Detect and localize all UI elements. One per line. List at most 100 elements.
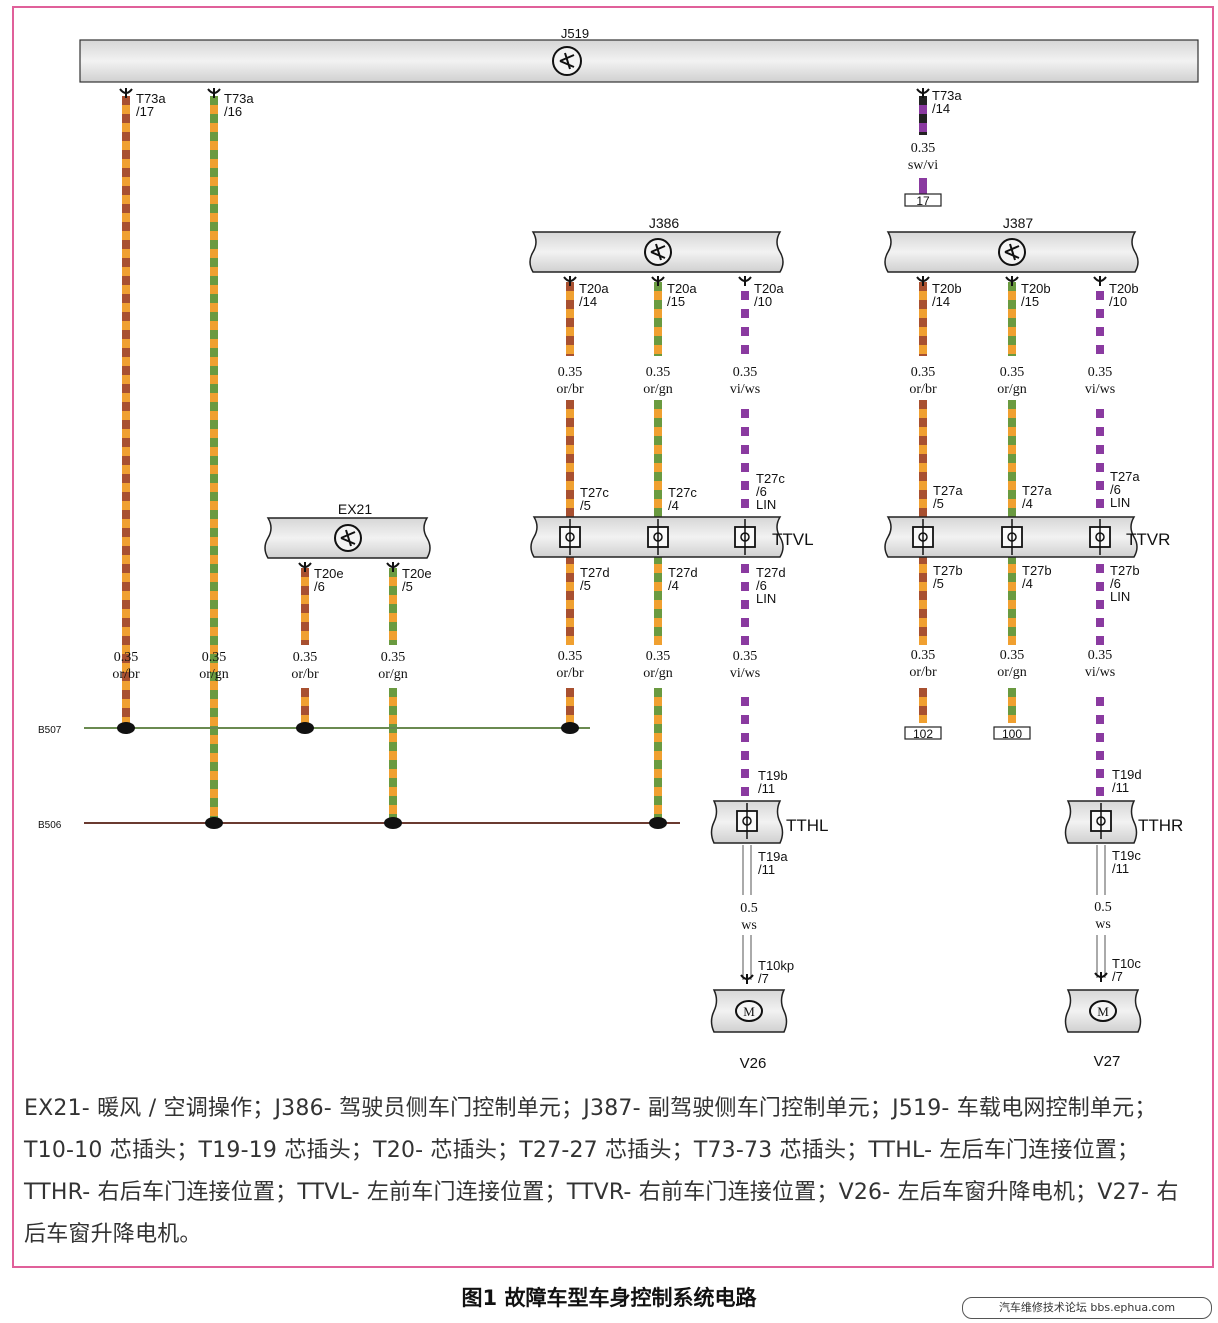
wirelabel-left-2-color: or/gn	[199, 667, 229, 682]
bus-b507-label: B507	[38, 725, 62, 736]
wirelabel-ttvl-1-color: or/br	[556, 666, 584, 681]
pin-t73a-16	[207, 88, 221, 98]
wirelabel-ex21-1-color: or/br	[291, 667, 319, 682]
module-j386: J386	[529, 215, 784, 273]
pin-label-t27d-6-line1: /6	[756, 578, 767, 593]
ref-102-label: 102	[913, 727, 933, 741]
pin-label-t19a-11-line0: T19a	[758, 849, 788, 864]
junction-b507-3	[561, 722, 579, 734]
pin-label-t19b-11-line1: /11	[758, 781, 775, 796]
pin-label-t20b-10-line1: /10	[1109, 294, 1127, 309]
pin-label-t19c-11-line0: T19c	[1112, 848, 1141, 863]
ref-100: 100	[993, 726, 1031, 741]
pin-label-t73a-14-line1: /14	[932, 101, 950, 116]
pin-label-t20e-5-line1: /5	[402, 579, 413, 594]
wirelabel-ttvr-3-color: vi/ws	[1085, 665, 1115, 680]
pin-label-t10kp-7-line0: T10kp	[758, 958, 794, 973]
module-j387: J387	[884, 215, 1139, 273]
pin-label-t27c-5-line1: /5	[580, 498, 591, 513]
pin-label-t20a-14-line1: /14	[579, 294, 597, 309]
wirelabel-ttvl-1-gauge: 0.35	[558, 649, 583, 664]
pin-label-t27d-4-line0: T27d	[668, 565, 698, 580]
pin-label-t10c-7-line0: T10c	[1112, 956, 1141, 971]
module-ex21-label: EX21	[338, 501, 372, 517]
pin-label-t73a-16-line0: T73a	[224, 91, 254, 106]
connector-ttvl-label: TTVL	[772, 530, 814, 549]
pin-label-t20b-14-line0: T20b	[932, 281, 962, 296]
module-ex21: EX21	[264, 501, 431, 559]
wire-t19c-ws	[1096, 845, 1106, 895]
wirelabel-ws-left-color: ws	[741, 918, 757, 933]
module-j519-label: J519	[561, 26, 589, 41]
pin-t73a-14	[916, 88, 930, 98]
ref-100-label: 100	[1002, 727, 1022, 741]
junction-b507-2	[296, 722, 314, 734]
pin-label-t27a-4-line0: T27a	[1022, 483, 1052, 498]
pin-label-t19d-11-line1: /11	[1112, 780, 1129, 795]
motor-v26-label: V26	[740, 1055, 767, 1072]
wirelabel-j386-2-color: or/gn	[643, 382, 673, 397]
pin-t10kp-7	[740, 974, 754, 984]
pin-label-t20a-15-line0: T20a	[667, 281, 697, 296]
pin-label-t10kp-7-line1: /7	[758, 971, 769, 986]
pin-label-t27b-5-line0: T27b	[933, 563, 963, 578]
motor-v27: M	[1064, 989, 1142, 1033]
pin-label-t27a-4-line1: /4	[1022, 496, 1033, 511]
wirelabel-ttvr-1-color: or/br	[909, 665, 937, 680]
pin-label-t20e-5-line0: T20e	[402, 566, 432, 581]
terminal-icon-4	[912, 519, 934, 555]
wirelabel-ws-right-color: ws	[1095, 917, 1111, 932]
wirelabel-j387-1-gauge: 0.35	[911, 365, 936, 380]
wire-t19c-ws-b	[1096, 935, 1106, 978]
pin-label-t20a-15-line1: /15	[667, 294, 685, 309]
pin-label-t73a-14-line0: T73a	[932, 88, 962, 103]
wire-t19a-ws	[742, 845, 752, 895]
pin-label-t20a-10-line1: /10	[754, 294, 772, 309]
pin-label-t73a-17-line0: T73a	[136, 91, 166, 106]
wirelabel-ttvl-3-gauge: 0.35	[733, 649, 758, 664]
wirelabel-ttvl-2-color: or/gn	[643, 666, 673, 681]
figure-title: 图1 故障车型车身控制系统电路	[461, 1286, 757, 1310]
pin-label-t20a-10-line0: T20a	[754, 281, 784, 296]
wirelabel-ttvl-3-color: vi/ws	[730, 666, 760, 681]
module-j519-body	[79, 39, 1199, 83]
pin-label-t27c-6-line2: LIN	[756, 497, 776, 512]
pin-label-t19b-11-line0: T19b	[758, 768, 788, 783]
pin-t20b-14	[916, 276, 930, 286]
pin-label-t73a-16-line1: /16	[224, 104, 242, 119]
wirelabel-j387-2-color: or/gn	[997, 382, 1027, 397]
ref-17-box	[904, 193, 942, 207]
module-j519	[79, 39, 1199, 83]
wirelabel-j386-1-color: or/br	[556, 382, 584, 397]
wirelabel-ex21-2-gauge: 0.35	[381, 650, 406, 665]
pin-label-t27b-6-line0: T27b	[1110, 563, 1140, 578]
bus-b506-label: B506	[38, 820, 62, 831]
pin-t20a-14	[563, 276, 577, 286]
junction-b506-1	[205, 817, 223, 829]
pin-label-t27c-4-line1: /4	[668, 498, 679, 513]
pin-label-t27c-5-line0: T27c	[580, 485, 609, 500]
terminal-icon-3	[734, 519, 756, 555]
module-j386-label: J386	[649, 215, 680, 231]
junction-b506-2	[384, 817, 402, 829]
pin-label-t10c-7-line1: /7	[1112, 969, 1123, 984]
wire-t19a-ws-b	[742, 935, 752, 980]
wirelabel-ttvr-2-color: or/gn	[997, 665, 1027, 680]
pin-label-t73a-17-line1: /17	[136, 104, 154, 119]
pin-label-t27a-5-line0: T27a	[933, 483, 963, 498]
pin-label-t27b-5-line1: /5	[933, 576, 944, 591]
wirelabel-left-1-gauge: 0.35	[114, 650, 139, 665]
pin-label-t27b-4-line1: /4	[1022, 576, 1033, 591]
pin-label-t27a-6-line1: /6	[1110, 482, 1121, 497]
pin-t10c-7	[1094, 972, 1108, 982]
connector-tthl-label: TTHL	[786, 816, 829, 835]
pin-label-t27c-6-line1: /6	[756, 484, 767, 499]
wirelabel-j386-3-color: vi/ws	[730, 382, 760, 397]
pin-label-t27c-4-line0: T27c	[668, 485, 697, 500]
motor-v26: M	[710, 989, 788, 1033]
pin-label-t27a-5-line1: /5	[933, 496, 944, 511]
pin-label-t27d-6-line2: LIN	[756, 591, 776, 606]
control-unit-icon-glyph	[1004, 243, 1020, 261]
watermark: 汽车维修技术论坛 bbs.ephua.com	[962, 1297, 1212, 1319]
pin-label-t27a-6-line0: T27a	[1110, 469, 1140, 484]
